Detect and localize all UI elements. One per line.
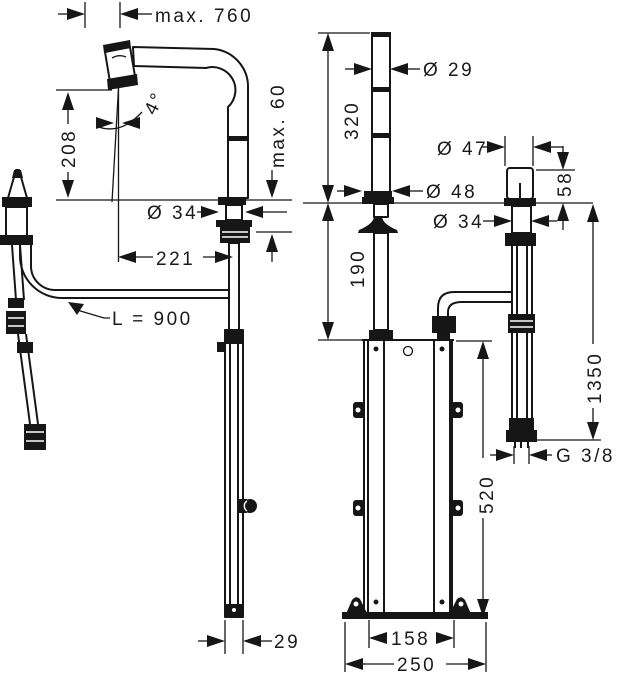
- dim-height-208: [62, 92, 74, 198]
- dim-box-158: [368, 620, 455, 648]
- dim-hose-900: [68, 302, 110, 319]
- middle-base-escutcheon: [358, 191, 398, 233]
- handle-connection-hose: [432, 291, 512, 341]
- hose-guide-tube: [217, 329, 257, 618]
- label-height-58: 58: [555, 171, 576, 197]
- handle-body: [504, 167, 536, 206]
- label-hose-900: L = 900: [112, 309, 193, 330]
- supply-hoses: [506, 246, 537, 448]
- reference-lines: [56, 87, 593, 262]
- label-base-250: 250: [397, 655, 436, 675]
- dimension-annotations: [58, 2, 601, 672]
- spout-riser-front: [371, 32, 391, 204]
- handle-shank: [511, 205, 532, 234]
- dim-hose-1350: [536, 204, 601, 441]
- dim-max-pullout: [58, 2, 152, 28]
- label-angle: 4°: [141, 88, 170, 118]
- handle-shank-fitting: [505, 233, 536, 246]
- box-base-plate: [342, 612, 488, 619]
- box-mounting-ears: [353, 402, 463, 516]
- label-dia-47: Ø 47: [437, 139, 488, 160]
- label-hose-1350: 1350: [585, 352, 606, 404]
- dim-dia-29: [345, 63, 420, 75]
- dim-thread: [490, 446, 552, 464]
- pullout-hose: [19, 245, 229, 299]
- label-height-320: 320: [342, 101, 363, 140]
- box-top-hole: [402, 345, 414, 357]
- label-dia-34-left: Ø 34: [147, 203, 198, 224]
- box-feet: [346, 597, 471, 614]
- label-max-pullout: max. 760: [155, 6, 253, 27]
- left-base-assembly: [216, 197, 252, 243]
- dim-width-29: [198, 620, 272, 654]
- label-dia-29: Ø 29: [423, 60, 474, 81]
- left-shank-pipe: [228, 242, 240, 331]
- dim-reach-221: [118, 251, 233, 263]
- dim-dia-48: [337, 185, 423, 197]
- dim-height-58: [536, 146, 575, 230]
- left-view-spout-side: [0, 40, 257, 618]
- dim-dia-47: [481, 136, 563, 166]
- dim-angle: [95, 111, 143, 130]
- label-thread: G 3/8: [556, 446, 615, 467]
- dim-box-520: [456, 340, 492, 617]
- label-depth-190: 190: [348, 249, 369, 288]
- label-width-29: 29: [274, 632, 300, 653]
- middle-view-spout-front: [342, 32, 512, 619]
- dim-base-250: [344, 622, 487, 672]
- label-dia-34-right: Ø 34: [433, 212, 484, 233]
- installation-box: [342, 339, 488, 619]
- dim-320-190: [318, 32, 370, 341]
- right-view-handle-side: [504, 167, 537, 448]
- spray-head-docked: [103, 40, 138, 90]
- middle-shank-nut: [369, 330, 393, 341]
- label-height-208: 208: [59, 129, 80, 168]
- middle-shank: [373, 232, 389, 331]
- spout-arm: [132, 46, 250, 199]
- label-box-520: 520: [477, 475, 498, 514]
- label-max-60: max. 60: [268, 83, 289, 168]
- spout-arm-joint: [228, 136, 248, 141]
- hand-spray-unit: [0, 169, 46, 450]
- label-dia-48: Ø 48: [426, 182, 477, 203]
- dim-dia-34-left: [197, 206, 287, 218]
- label-reach-221: 221: [156, 249, 195, 270]
- label-box-158: 158: [391, 629, 430, 650]
- dim-dia-34-right: [483, 215, 557, 227]
- dim-max-60: [266, 170, 278, 262]
